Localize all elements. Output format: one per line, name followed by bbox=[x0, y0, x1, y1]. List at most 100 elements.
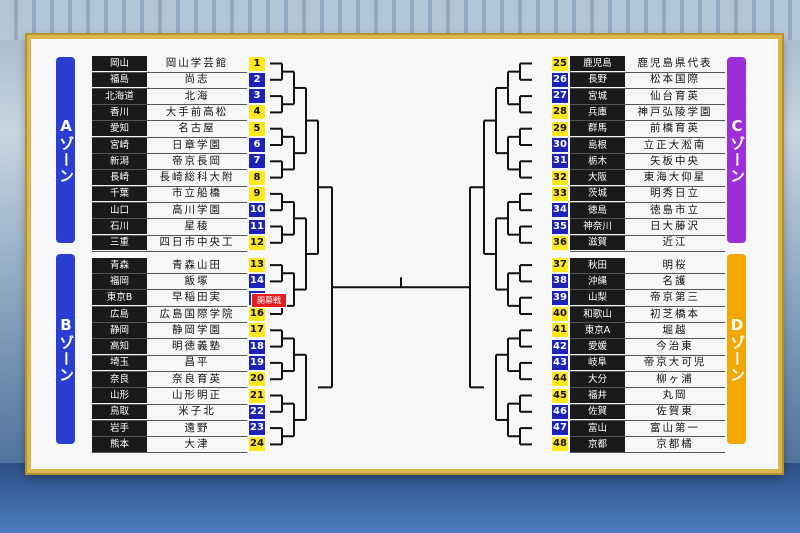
row-separator bbox=[92, 322, 247, 323]
school-name: 広島国際学院 bbox=[159, 307, 235, 320]
seed-number: 7 bbox=[249, 154, 265, 169]
prefecture-label: 宮城 bbox=[570, 88, 625, 104]
zone-d-label: Dゾーン bbox=[727, 254, 746, 444]
row-separator bbox=[570, 370, 725, 372]
school-name: 飯塚 bbox=[184, 274, 210, 287]
row-separator bbox=[570, 136, 725, 138]
prefecture-label: 宮崎 bbox=[92, 137, 147, 153]
row-separator bbox=[570, 387, 725, 389]
row-separator bbox=[570, 289, 725, 291]
prefecture-label: 熊本 bbox=[92, 436, 147, 452]
seed-number: 42 bbox=[552, 339, 568, 354]
prefecture-label: 香川 bbox=[92, 104, 147, 120]
school-name: 北海 bbox=[184, 89, 210, 102]
school-name: 尚志 bbox=[184, 73, 210, 86]
prefecture-label: 長野 bbox=[570, 72, 625, 88]
school-name: 明秀日立 bbox=[650, 187, 700, 200]
row-separator bbox=[92, 250, 247, 252]
school-name: 前橋育英 bbox=[650, 122, 700, 135]
row-separator bbox=[92, 234, 247, 236]
prefecture-label: 滋賀 bbox=[570, 235, 625, 251]
row-separator bbox=[570, 87, 725, 89]
seed-number: 1 bbox=[249, 56, 265, 71]
seed-number: 46 bbox=[552, 404, 568, 419]
row-separator bbox=[570, 169, 725, 171]
row-separator bbox=[570, 218, 725, 220]
prefecture-label: 青森 bbox=[92, 257, 147, 273]
seed-number: 48 bbox=[552, 437, 568, 452]
school-name: 名古屋 bbox=[178, 122, 216, 135]
prefecture-label: 東京A bbox=[570, 322, 625, 338]
seed-number: 23 bbox=[249, 421, 265, 436]
row-separator bbox=[570, 185, 725, 187]
school-name: 早稲田実 bbox=[172, 291, 222, 304]
row-separator bbox=[92, 338, 247, 340]
row-separator bbox=[570, 201, 725, 203]
row-separator bbox=[570, 71, 725, 73]
prefecture-label: 栃木 bbox=[570, 153, 625, 169]
bracket-board bbox=[27, 35, 782, 473]
row-separator bbox=[570, 234, 725, 236]
seed-number: 6 bbox=[249, 138, 265, 152]
prefecture-label: 高知 bbox=[92, 339, 147, 355]
seed-number: 40 bbox=[552, 307, 568, 321]
seed-number: 26 bbox=[552, 72, 568, 87]
prefecture-label: 鳥取 bbox=[92, 404, 147, 420]
row-separator bbox=[92, 169, 247, 171]
seed-number: 12 bbox=[249, 235, 265, 250]
row-separator bbox=[92, 153, 247, 154]
prefecture-label: 沖縄 bbox=[570, 273, 625, 289]
prefecture-label: 和歌山 bbox=[570, 306, 625, 322]
seed-number: 43 bbox=[552, 355, 568, 370]
seed-number: 45 bbox=[552, 388, 568, 403]
row-separator bbox=[92, 403, 247, 405]
prefecture-label: 石川 bbox=[92, 219, 147, 234]
school-name: 柳ヶ浦 bbox=[656, 372, 694, 385]
school-name: 丸岡 bbox=[662, 389, 688, 401]
row-separator bbox=[92, 120, 247, 122]
zone-a-label: Aゾーン bbox=[56, 57, 75, 243]
seed-number: 2 bbox=[249, 72, 265, 87]
seed-number: 39 bbox=[552, 290, 568, 305]
row-separator bbox=[92, 387, 247, 389]
school-name: 鹿児島県代表 bbox=[637, 57, 713, 69]
seed-number: 13 bbox=[249, 258, 265, 273]
prefecture-label: 静岡 bbox=[92, 322, 147, 338]
prefecture-label: 福井 bbox=[570, 388, 625, 403]
seed-number: 10 bbox=[249, 203, 265, 218]
prefecture-label: 三重 bbox=[92, 235, 147, 251]
seed-number: 22 bbox=[249, 404, 265, 419]
prefecture-label: 山形 bbox=[92, 388, 147, 403]
school-name: 山形明正 bbox=[172, 389, 222, 401]
seed-number: 41 bbox=[552, 323, 568, 338]
school-name: 市立船橋 bbox=[172, 187, 222, 200]
seed-number: 33 bbox=[552, 186, 568, 201]
school-name: 仙台育英 bbox=[650, 89, 700, 102]
school-name: 近江 bbox=[662, 236, 688, 249]
row-separator bbox=[570, 403, 725, 405]
team-row: 東京B早稲田実15 bbox=[92, 290, 265, 306]
